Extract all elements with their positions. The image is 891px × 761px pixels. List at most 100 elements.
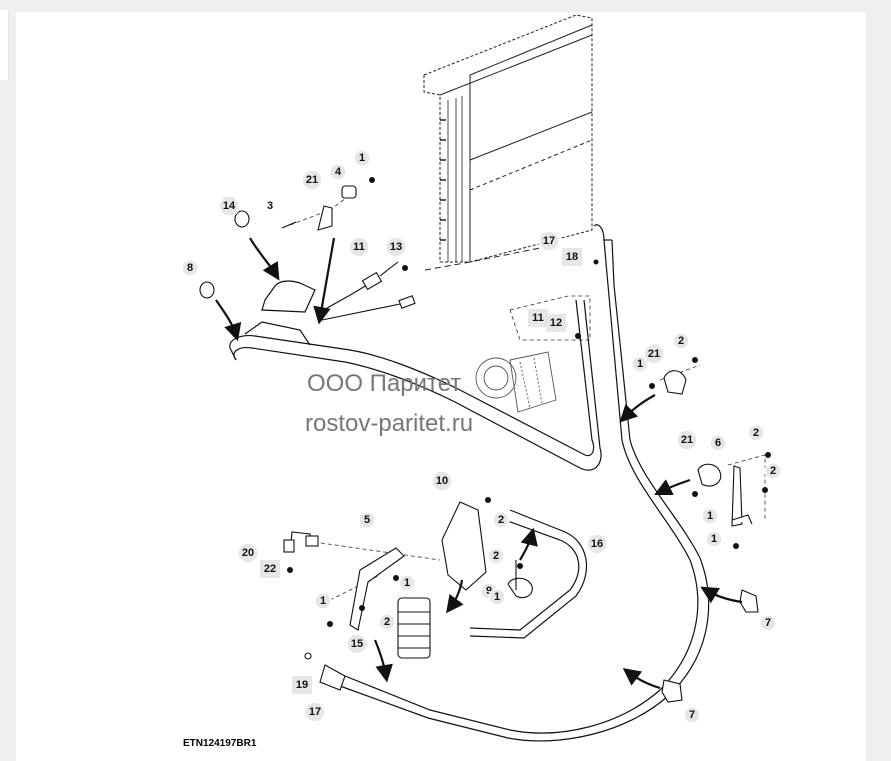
hose-16 (469, 509, 588, 639)
callout-box (562, 248, 582, 266)
assembly-arrows (215, 237, 743, 690)
fasteners (287, 177, 771, 627)
callout-bubble (759, 614, 777, 632)
bracket-5 (349, 547, 405, 631)
callout-number: 21 (306, 174, 318, 186)
callout-2: 2 (487, 547, 505, 565)
callout-number: 9 (486, 585, 492, 597)
callout-bubble (431, 470, 453, 492)
callout-bubble (348, 236, 370, 258)
callout-2: 2 (747, 424, 765, 442)
callout-14: 14 (218, 195, 240, 217)
callout-number: 1 (404, 577, 410, 589)
callout-bubble (353, 149, 371, 167)
callout-16: 16 (586, 533, 608, 555)
ac-hose-exploded-diagram: 1432141811131718111221212162211102516220… (181, 14, 782, 742)
callout-1: 1 (488, 588, 506, 606)
hose-17 (339, 224, 710, 742)
callout-12: 12 (546, 314, 566, 332)
callout-17: 17 (304, 701, 326, 723)
watermark-company: ООО Паритет (307, 370, 462, 397)
callout-11: 11 (348, 236, 370, 258)
callout-20: 20 (237, 542, 259, 564)
callout-number: 7 (765, 617, 771, 629)
callout-15: 15 (346, 633, 368, 655)
bracket-6 (731, 465, 753, 527)
callout-17: 17 (538, 230, 560, 252)
callout-21: 21 (643, 343, 665, 365)
callout-1: 1 (701, 507, 719, 525)
side-panel-edge (0, 10, 9, 80)
callout-18: 18 (562, 248, 582, 266)
receiver-drier (397, 597, 431, 659)
callout-number: 17 (309, 706, 321, 718)
callout-number: 2 (498, 514, 504, 526)
callout-number: 18 (566, 251, 578, 263)
bracket-10 (441, 501, 487, 591)
callout-number: 20 (242, 547, 254, 559)
callout-6: 6 (709, 434, 727, 452)
callout-bubble (329, 163, 347, 181)
callout-7: 7 (759, 614, 777, 632)
callout-bubble (385, 236, 407, 258)
callout-number: 1 (711, 533, 717, 545)
callout-bubble (218, 195, 240, 217)
callout-bubble (346, 633, 368, 655)
callout-box (546, 314, 566, 332)
callout-number: 15 (351, 638, 363, 650)
callout-11: 11 (528, 309, 548, 327)
callout-number: 21 (681, 434, 693, 446)
callout-13: 13 (385, 236, 407, 258)
callout-number: 12 (550, 317, 562, 329)
callout-8: 8 (181, 259, 199, 277)
watermark-site: rostov-paritet.ru (305, 410, 474, 437)
callout-1: 1 (631, 355, 649, 373)
figure-id: ETN124197BR1 (183, 738, 257, 749)
callout-bubble (181, 259, 199, 277)
callout-number: 1 (320, 595, 326, 607)
callout-number: 2 (493, 550, 499, 562)
callout-3: 3 (267, 200, 273, 212)
callout-number: 2 (678, 335, 684, 347)
callout-bubble (378, 613, 396, 631)
callout-22: 22 (260, 560, 280, 578)
callout-2: 2 (764, 462, 782, 480)
callout-21: 21 (676, 429, 698, 451)
callout-bubble (683, 706, 701, 724)
callout-1: 1 (705, 530, 723, 548)
callout-bubble (488, 588, 506, 606)
callout-bubble (304, 701, 326, 723)
callout-box (260, 560, 280, 578)
callout-1: 1 (314, 592, 332, 610)
condenser-frame (423, 14, 593, 271)
callout-number: 1 (494, 591, 500, 603)
callout-number: 3 (267, 200, 273, 212)
callout-bubble (301, 169, 323, 191)
callout-bubble (701, 507, 719, 525)
callout-bubble (747, 424, 765, 442)
fitting-20 (283, 531, 319, 553)
callout-2: 2 (672, 332, 690, 350)
callout-number: 7 (689, 709, 695, 721)
callout-number: 11 (353, 241, 365, 253)
callout-19: 19 (292, 676, 312, 694)
clamp-7-bottom (661, 679, 683, 703)
callout-10: 10 (431, 470, 453, 492)
callout-7: 7 (683, 706, 701, 724)
callout-number: 8 (187, 262, 193, 274)
callout-number: 17 (543, 235, 555, 247)
clamp-9 (507, 560, 533, 599)
callout-number: 13 (390, 241, 402, 253)
callout-bubble (631, 355, 649, 373)
callout-number: 6 (715, 437, 721, 449)
callout-number: 4 (335, 166, 342, 178)
callout-number: 22 (264, 563, 276, 575)
callout-bubble (672, 332, 690, 350)
callout-bubble (487, 547, 505, 565)
callout-2: 2 (492, 511, 510, 529)
callout-bubble (314, 592, 332, 610)
clamp-21-lower (697, 463, 722, 487)
callout-number: 11 (532, 312, 544, 324)
callout-number: 2 (753, 427, 759, 439)
